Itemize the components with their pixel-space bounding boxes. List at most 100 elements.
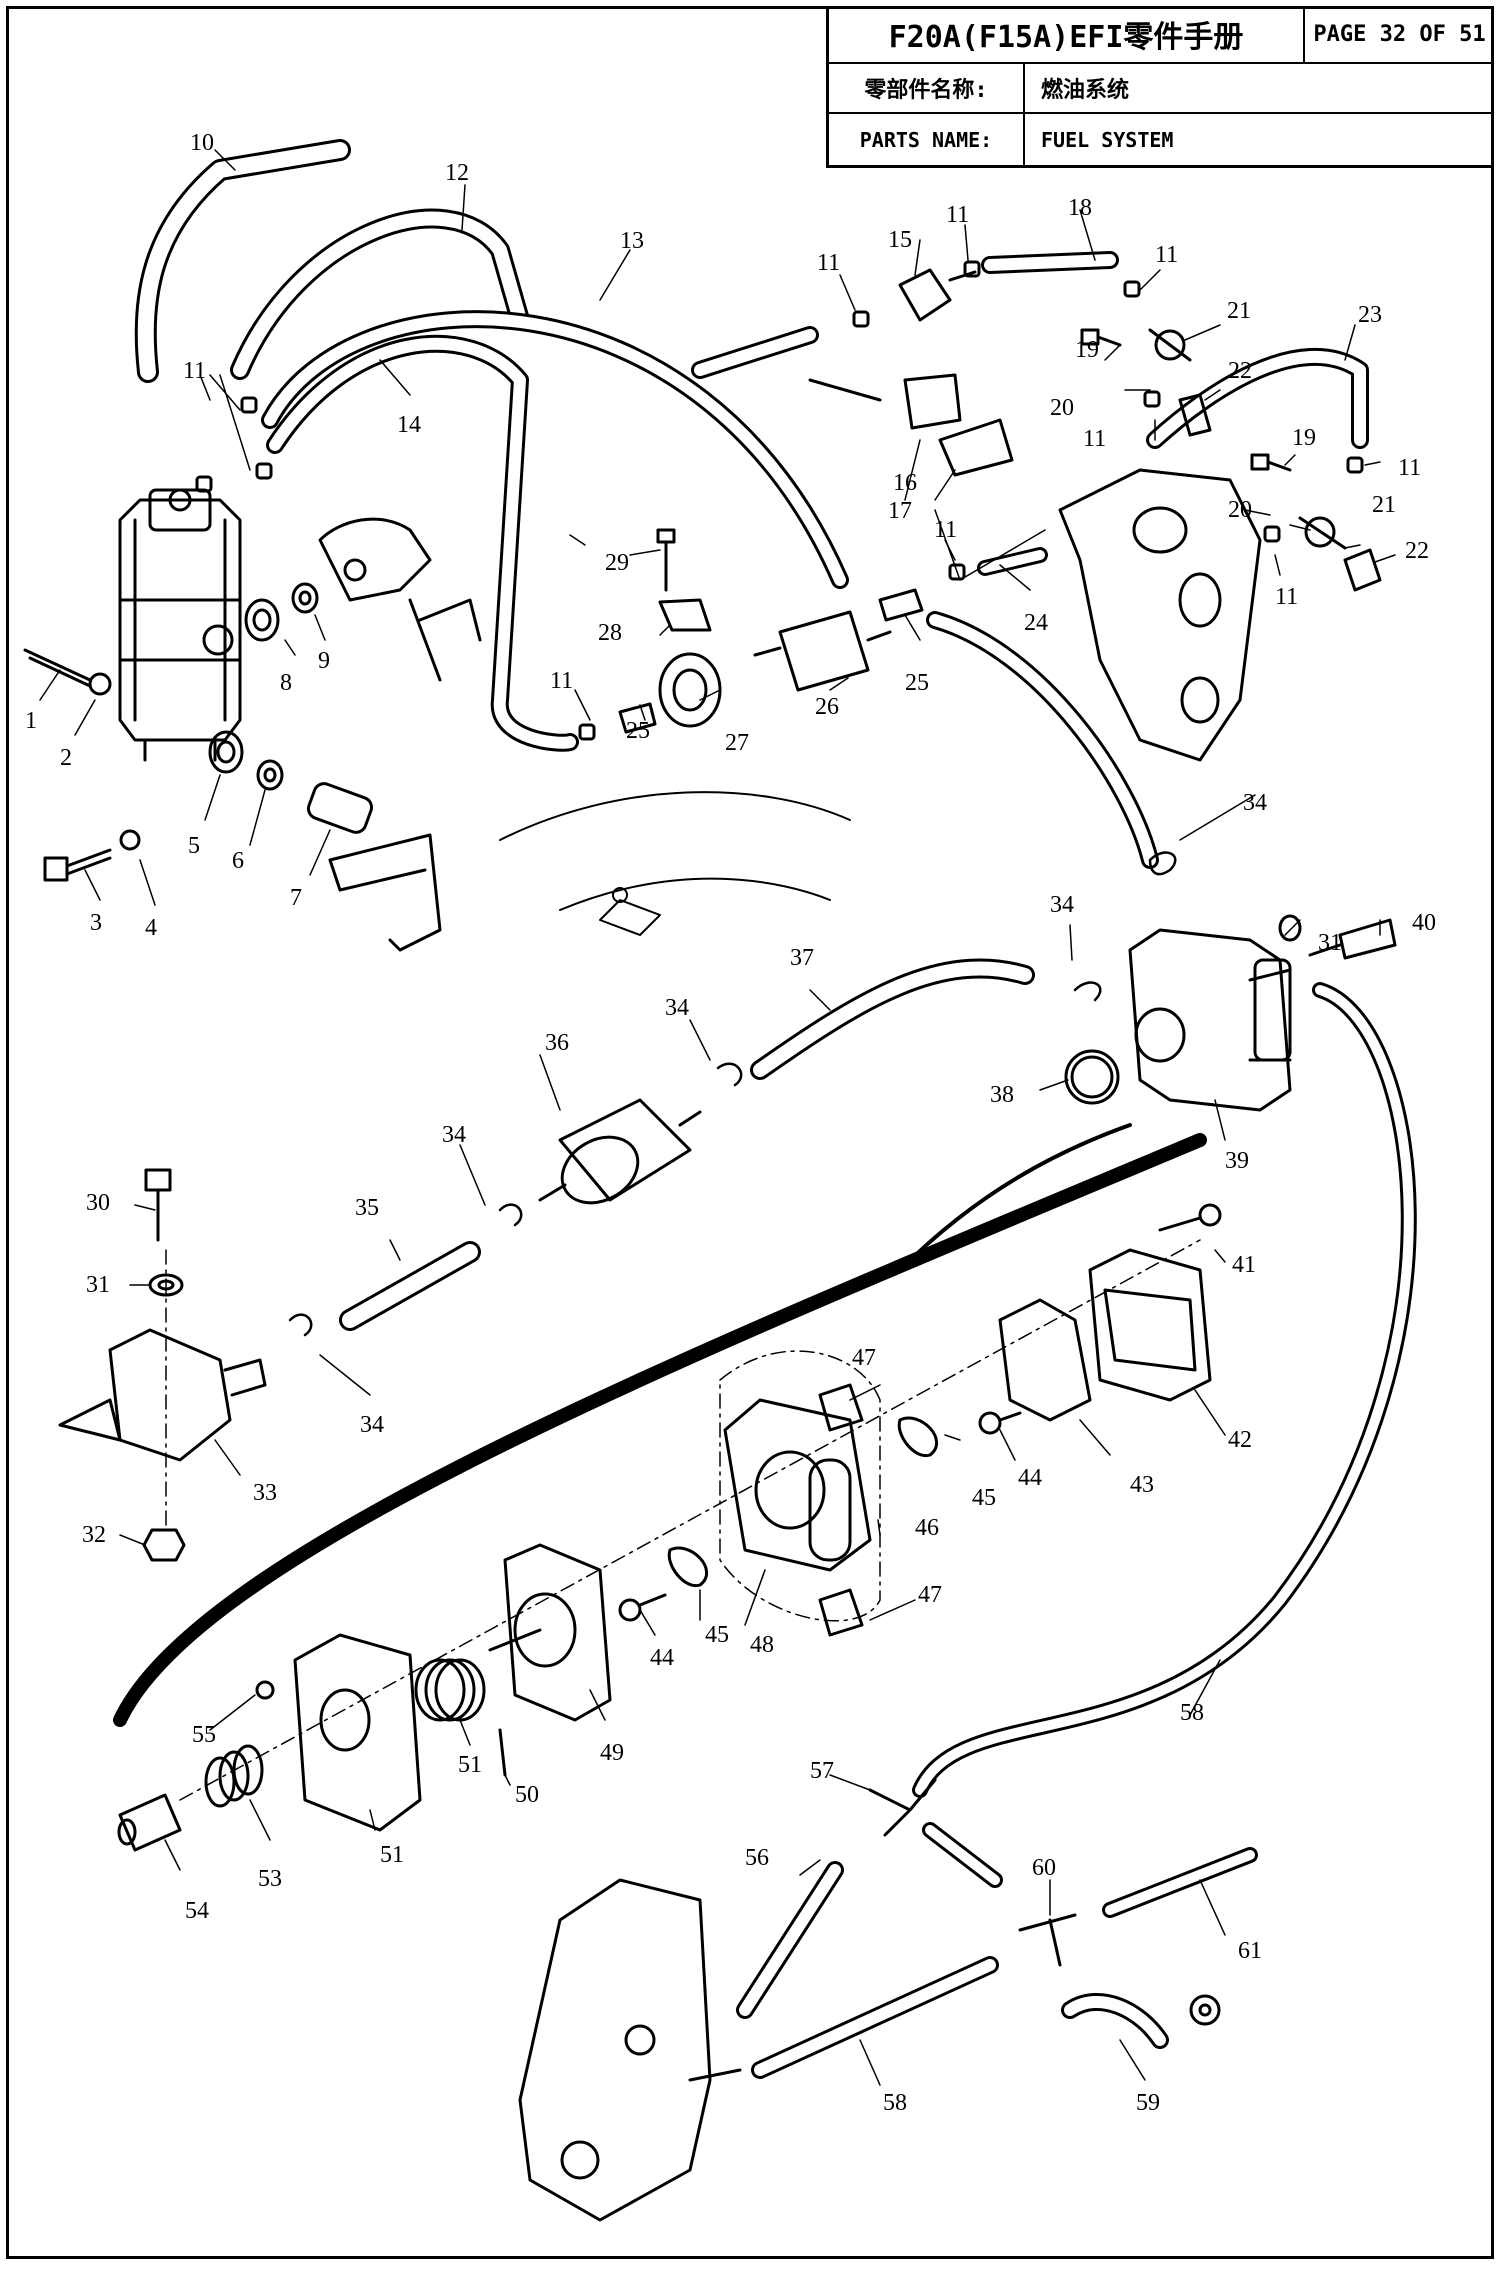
fitting-21-upper — [1148, 328, 1192, 362]
cover-51 — [293, 1633, 422, 1832]
grommet-5 — [208, 730, 244, 774]
callout-61: 61 — [1238, 1938, 1262, 1964]
callout-46: 46 — [915, 1515, 939, 1541]
callout-37: 37 — [790, 945, 814, 971]
fitting-22-upper — [1178, 393, 1212, 437]
bolt-19-upper — [1080, 328, 1122, 347]
hose-segment-60 — [922, 1822, 1003, 1888]
callout-11-f: 11 — [1398, 455, 1421, 481]
callout-47-b: 47 — [918, 1582, 942, 1608]
callout-9: 9 — [318, 648, 330, 674]
tee-57 — [868, 1778, 937, 1837]
washer-55 — [255, 1680, 275, 1700]
title-row: F20A(F15A)EFI零件手册 PAGE 32 OF 51 — [829, 6, 1494, 64]
callout-23: 23 — [1358, 302, 1382, 328]
hose-to-pump — [926, 611, 1159, 869]
callout-1: 1 — [25, 708, 37, 734]
callout-34-a: 34 — [1243, 790, 1267, 816]
callout-16: 16 — [893, 470, 917, 496]
callout-22-a: 22 — [1228, 358, 1252, 384]
plug-54 — [117, 1793, 182, 1852]
callout-11-b: 11 — [817, 250, 840, 276]
callout-11-c: 11 — [946, 202, 969, 228]
callout-31-b: 31 — [1318, 930, 1342, 956]
callout-45-a: 45 — [972, 1485, 996, 1511]
fitting-47-lower — [818, 1588, 864, 1637]
bracket — [328, 833, 442, 952]
pump-body-48 — [723, 1398, 872, 1572]
callout-10: 10 — [190, 130, 214, 156]
callout-19-a: 19 — [1075, 337, 1099, 363]
fitting-21-lower — [1298, 516, 1347, 550]
callout-28: 28 — [598, 620, 622, 646]
callout-19-b: 19 — [1292, 425, 1316, 451]
callout-22-b: 22 — [1405, 538, 1429, 564]
callout-4: 4 — [145, 915, 157, 941]
parts-name-en-row: PARTS NAME: FUEL SYSTEM — [829, 114, 1494, 165]
callout-59: 59 — [1136, 2090, 1160, 2116]
centerline-pump — [179, 1239, 1201, 1801]
callout-53: 53 — [258, 1866, 282, 1892]
nut-59 — [1189, 1994, 1221, 2026]
connector-33 — [58, 1328, 267, 1462]
hose-37 — [750, 958, 1035, 1080]
callout-11-d: 11 — [1155, 242, 1178, 268]
callout-14: 14 — [397, 412, 421, 438]
bracket-28 — [658, 598, 712, 632]
parts-name-en-value: FUEL SYSTEM — [1041, 127, 1174, 152]
callout-38: 38 — [990, 1082, 1014, 1108]
linkage-area — [318, 517, 482, 682]
intake-manifold — [1058, 468, 1262, 762]
callout-17: 17 — [888, 498, 912, 524]
washer-31-right — [1278, 914, 1302, 942]
pin-50 — [498, 1728, 507, 1777]
callout-25-a: 25 — [905, 670, 929, 696]
fuel-filter-26 — [753, 610, 892, 692]
plate-17 — [938, 418, 1014, 477]
connector-25-right — [878, 588, 924, 622]
hose-14 — [266, 334, 579, 752]
callout-58-a: 58 — [1180, 1700, 1204, 1726]
callout-6: 6 — [232, 848, 244, 874]
bolt-30 — [144, 1168, 172, 1242]
callout-32: 32 — [82, 1522, 106, 1548]
callout-15: 15 — [888, 227, 912, 253]
title-block: F20A(F15A)EFI零件手册 PAGE 32 OF 51 零部件名称: 燃… — [826, 6, 1494, 168]
nuts-11 — [195, 260, 1364, 741]
callout-11-a: 11 — [183, 358, 206, 384]
clip-45-lower — [667, 1546, 708, 1588]
callout-21-a: 21 — [1227, 298, 1251, 324]
callout-42: 42 — [1228, 1427, 1252, 1453]
grommet-8 — [244, 598, 280, 642]
callout-44-a: 44 — [1018, 1465, 1042, 1491]
manual-title: F20A(F15A)EFI零件手册 — [829, 6, 1305, 62]
callout-18: 18 — [1068, 195, 1092, 221]
callout-34-c: 34 — [665, 995, 689, 1021]
callout-56: 56 — [745, 1845, 769, 1871]
hose-18 — [981, 251, 1119, 274]
parts-name-cn-value: 燃油系统 — [1041, 78, 1130, 103]
callout-3: 3 — [90, 910, 102, 936]
callout-55: 55 — [192, 1722, 216, 1748]
parts-name-cn-label: 零部件名称: — [829, 64, 1025, 112]
callout-50: 50 — [515, 1782, 539, 1808]
callout-41: 41 — [1232, 1252, 1256, 1278]
fitting-47-upper — [818, 1383, 864, 1432]
callout-21-b: 21 — [1372, 492, 1396, 518]
engine-block-outline — [499, 791, 851, 936]
callout-24: 24 — [1024, 610, 1048, 636]
o-ring-38 — [1064, 1049, 1120, 1105]
callout-48: 48 — [750, 1632, 774, 1658]
tee-60 — [1018, 1913, 1077, 1967]
callout-11-h: 11 — [934, 517, 957, 543]
callout-51-a: 51 — [458, 1752, 482, 1778]
arrow-curve — [898, 1123, 1132, 1272]
callout-29: 29 — [605, 550, 629, 576]
screw-44-upper — [978, 1411, 1022, 1435]
callout-13: 13 — [620, 228, 644, 254]
bolt-3 — [43, 829, 141, 882]
callout-36: 36 — [545, 1030, 569, 1056]
callout-5: 5 — [188, 833, 200, 859]
parts-name-en-label: PARTS NAME: — [829, 114, 1025, 165]
